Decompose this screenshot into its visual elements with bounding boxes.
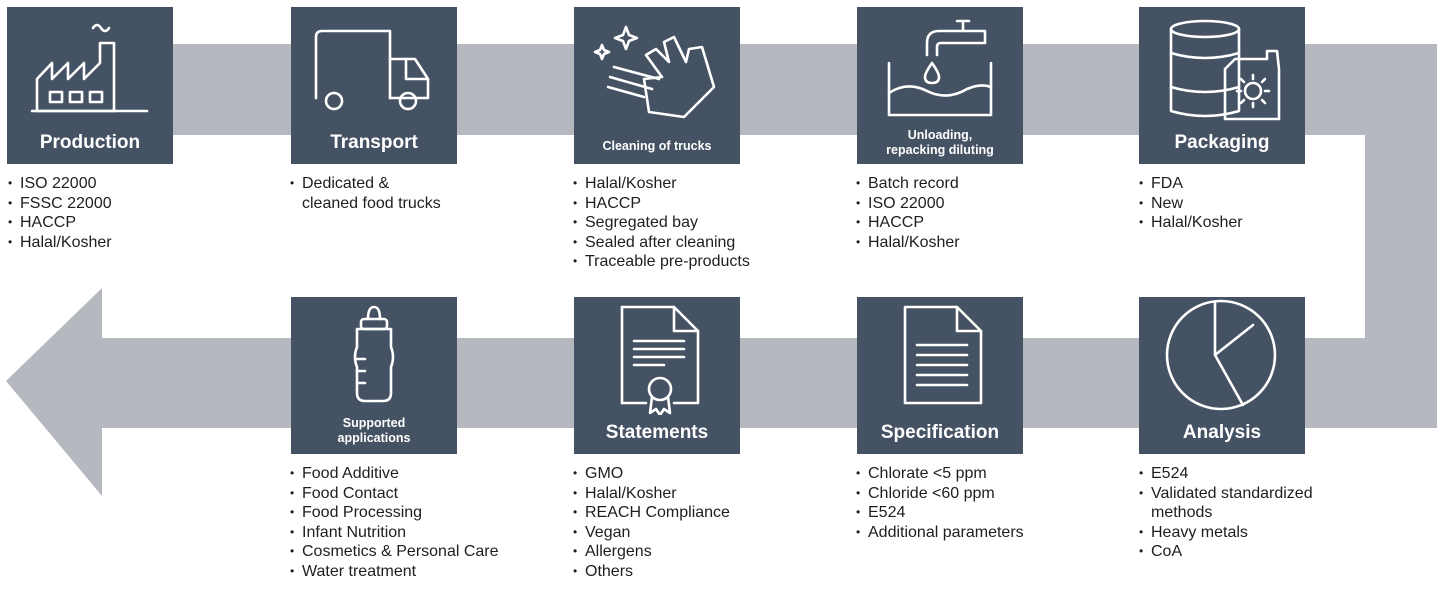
list-item: REACH Compliance bbox=[573, 503, 730, 523]
list-item: ISO 22000 bbox=[856, 194, 960, 214]
step-title-line: applications bbox=[337, 431, 411, 445]
step-unloading-tile: Unloading, repacking diluting bbox=[857, 7, 1023, 164]
list-item: Water treatment bbox=[290, 562, 499, 582]
baby-bottle-icon bbox=[353, 305, 395, 403]
step-title: Production bbox=[39, 132, 141, 153]
step-production-tile: Production bbox=[7, 7, 173, 164]
cleaning-hand-icon bbox=[593, 25, 716, 119]
list-item: Sealed after cleaning bbox=[573, 233, 750, 253]
list-item: Food Processing bbox=[290, 503, 499, 523]
list-item: Halal/Kosher bbox=[1139, 213, 1243, 233]
list-item-continuation: methods bbox=[1151, 504, 1213, 521]
step-title: Specification bbox=[880, 422, 1000, 443]
list-item: FDA bbox=[1139, 174, 1243, 194]
step-unloading-list: Batch record ISO 22000 HACCP Halal/Koshe… bbox=[856, 174, 960, 252]
step-title: Transport bbox=[330, 132, 418, 153]
list-item: Heavy metals bbox=[1139, 523, 1313, 543]
list-item: GMO bbox=[573, 464, 730, 484]
list-item: E524 bbox=[856, 503, 1024, 523]
step-analysis-tile: Analysis bbox=[1139, 297, 1305, 454]
list-item: Vegan bbox=[573, 523, 730, 543]
step-cleaning-tile: Cleaning of trucks bbox=[574, 7, 740, 164]
step-statements-list: GMO Halal/Kosher REACH Compliance Vegan … bbox=[573, 464, 730, 581]
step-transport-tile: Transport bbox=[291, 7, 457, 164]
list-item: Food Additive bbox=[290, 464, 499, 484]
document-icon bbox=[903, 305, 983, 405]
tap-basin-icon bbox=[887, 19, 993, 117]
step-title-line: Supported bbox=[342, 416, 406, 430]
step-analysis-list: E524 Validated standardized methods Heav… bbox=[1139, 464, 1313, 562]
list-item: HACCP bbox=[8, 213, 112, 233]
step-statements-tile: Statements bbox=[574, 297, 740, 454]
list-item: Allergens bbox=[573, 542, 730, 562]
list-item: Chloride <60 ppm bbox=[856, 484, 1024, 504]
list-item: Dedicated & bbox=[290, 174, 441, 194]
step-title-line: repacking diluting bbox=[886, 143, 994, 157]
step-transport-list: Dedicated & cleaned food trucks bbox=[290, 174, 441, 213]
list-item: Traceable pre-products bbox=[573, 252, 750, 272]
list-item: Cosmetics & Personal Care bbox=[290, 542, 499, 562]
step-supported-list: Food Additive Food Contact Food Processi… bbox=[290, 464, 499, 581]
list-item: ISO 22000 bbox=[8, 174, 112, 194]
step-packaging-list: FDA New Halal/Kosher bbox=[1139, 174, 1243, 233]
list-item: HACCP bbox=[573, 194, 750, 214]
list-item: CoA bbox=[1139, 542, 1313, 562]
step-title: Unloading, repacking diluting bbox=[861, 128, 1019, 158]
step-title: Packaging bbox=[1174, 132, 1270, 153]
step-cleaning-list: Halal/Kosher HACCP Segregated bay Sealed… bbox=[573, 174, 750, 272]
step-title: Analysis bbox=[1182, 422, 1262, 443]
step-title-line: Unloading, bbox=[907, 128, 973, 142]
pie-chart-icon bbox=[1165, 299, 1277, 411]
step-specification-tile: Specification bbox=[857, 297, 1023, 454]
list-item: Infant Nutrition bbox=[290, 523, 499, 543]
step-specification-list: Chlorate <5 ppm Chloride <60 ppm E524 Ad… bbox=[856, 464, 1024, 542]
list-item: Halal/Kosher bbox=[8, 233, 112, 253]
list-item: Additional parameters bbox=[856, 523, 1024, 543]
certificate-icon bbox=[620, 305, 700, 415]
factory-icon bbox=[30, 23, 149, 113]
list-item: Batch record bbox=[856, 174, 960, 194]
list-item: Food Contact bbox=[290, 484, 499, 504]
step-production-list: ISO 22000 FSSC 22000 HACCP Halal/Kosher bbox=[8, 174, 112, 252]
list-item: New bbox=[1139, 194, 1243, 214]
step-packaging-tile: Packaging bbox=[1139, 7, 1305, 164]
list-item: FSSC 22000 bbox=[8, 194, 112, 214]
list-item: Chlorate <5 ppm bbox=[856, 464, 1024, 484]
list-item: Others bbox=[573, 562, 730, 582]
list-item: cleaned food trucks bbox=[290, 194, 441, 214]
list-item: Halal/Kosher bbox=[856, 233, 960, 253]
list-item: Halal/Kosher bbox=[573, 174, 750, 194]
list-item: methods bbox=[1139, 503, 1313, 523]
list-item: Halal/Kosher bbox=[573, 484, 730, 504]
list-item: Segregated bay bbox=[573, 213, 750, 233]
barrel-canister-icon bbox=[1169, 19, 1281, 121]
step-title: Cleaning of trucks bbox=[602, 139, 712, 153]
truck-icon bbox=[314, 29, 430, 111]
list-item: E524 bbox=[1139, 464, 1313, 484]
step-supported-tile: Supported applications bbox=[291, 297, 457, 454]
step-title: Supported applications bbox=[295, 416, 453, 446]
list-item: Validated standardized bbox=[1139, 484, 1313, 504]
step-title: Statements bbox=[605, 422, 709, 443]
list-item: HACCP bbox=[856, 213, 960, 233]
list-item-continuation: cleaned food trucks bbox=[302, 194, 441, 212]
